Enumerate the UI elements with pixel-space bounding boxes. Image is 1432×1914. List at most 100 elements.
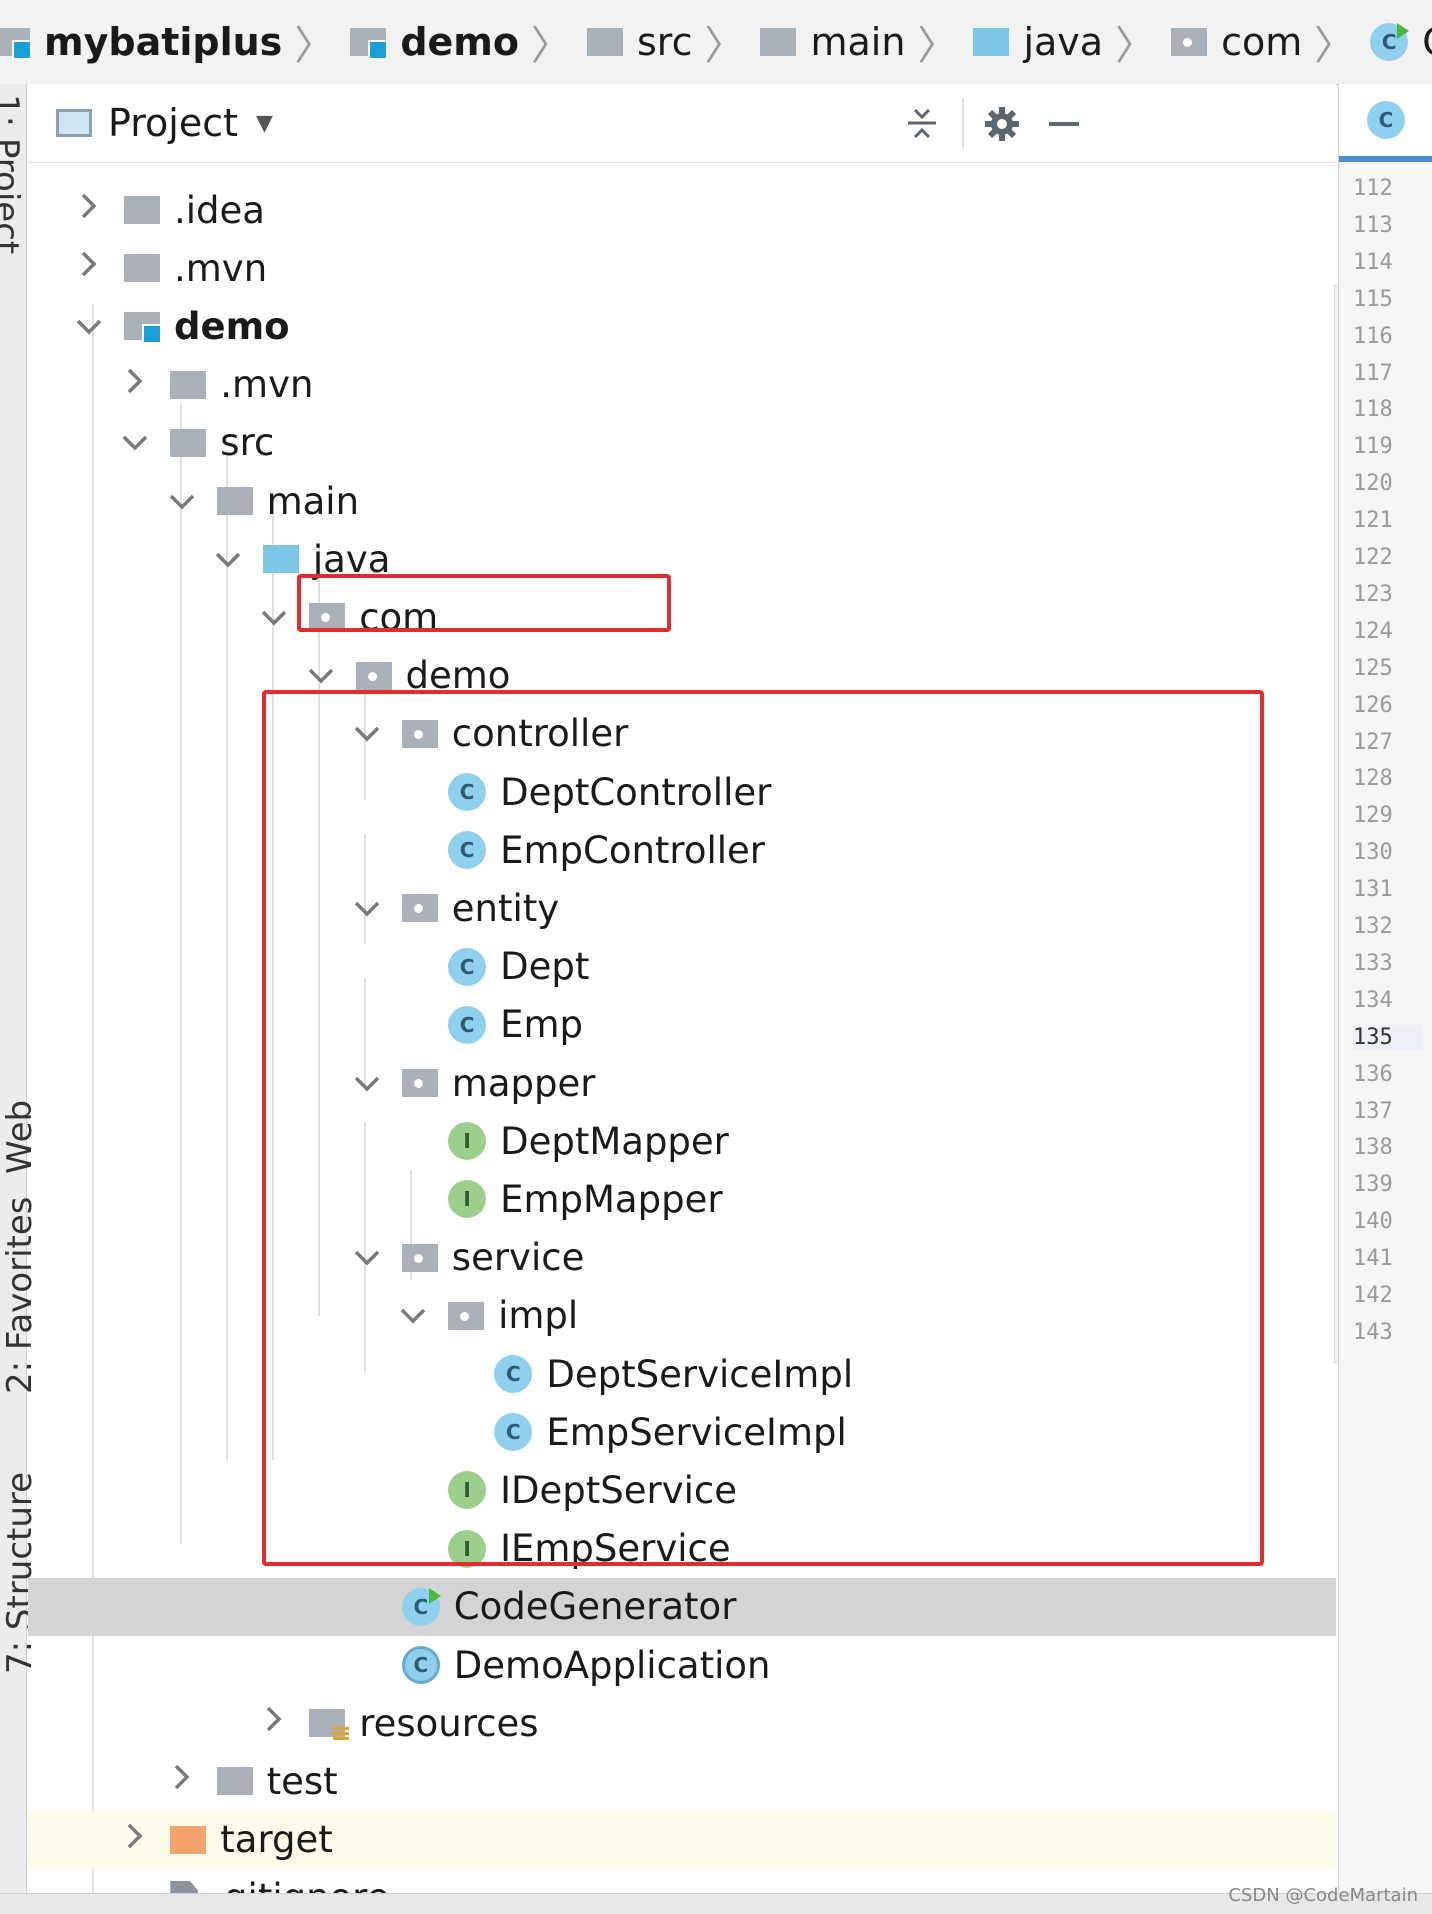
- tree-node-label: DeptMapper: [500, 1119, 729, 1163]
- line-number: 142: [1353, 1283, 1393, 1308]
- folder-icon: [216, 1767, 253, 1796]
- chevron-down-icon[interactable]: [306, 658, 336, 693]
- line-number: 132: [1353, 914, 1393, 939]
- interface-icon: I: [448, 1180, 487, 1219]
- chevron-right-icon[interactable]: [167, 1763, 197, 1799]
- tree-node-label: target: [220, 1818, 333, 1862]
- breadcrumb-item[interactable]: java〉: [973, 0, 1171, 84]
- tree-node[interactable]: src: [28, 414, 1336, 472]
- tool-tab-web[interactable]: Web: [0, 1099, 40, 1174]
- chevron-right-icon[interactable]: [259, 1705, 289, 1741]
- highlight-box-packages: [262, 690, 1264, 1566]
- tree-node[interactable]: .mvn: [28, 239, 1336, 297]
- package-icon: [355, 661, 392, 690]
- chevron-down-icon[interactable]: [213, 542, 243, 577]
- chevron-down-icon[interactable]: [259, 600, 289, 635]
- breadcrumb: mybatiplus〉demo〉src〉main〉java〉com〉CCodeG…: [0, 0, 1432, 85]
- chevron-down-icon[interactable]: ▼: [256, 110, 273, 136]
- breadcrumb-separator-icon: 〉: [531, 23, 571, 69]
- breadcrumb-item[interactable]: mybatiplus〉: [0, 0, 350, 84]
- folder-icon: [170, 370, 207, 399]
- interface-icon: I: [448, 1471, 487, 1510]
- chevron-down-icon[interactable]: [352, 1240, 382, 1275]
- breadcrumb-item[interactable]: main〉: [760, 0, 973, 84]
- chevron-down-icon[interactable]: [352, 1066, 382, 1101]
- watermark: CSDN @CodeMartain: [1228, 1885, 1418, 1906]
- tree-node[interactable]: test: [28, 1752, 1336, 1810]
- chevron-right-icon[interactable]: [120, 1822, 150, 1858]
- tree-node-label: Emp: [500, 1003, 584, 1047]
- line-number: 136: [1353, 1061, 1393, 1087]
- line-number: 140: [1353, 1209, 1393, 1235]
- collapse-all-icon[interactable]: [898, 100, 946, 148]
- chevron-down-icon[interactable]: [352, 891, 382, 926]
- breadcrumb-label: src: [637, 20, 693, 64]
- line-number: 120: [1353, 471, 1393, 497]
- breadcrumb-item[interactable]: com〉: [1171, 0, 1370, 84]
- package-icon: [401, 719, 438, 748]
- minimize-icon[interactable]: [1040, 100, 1088, 148]
- tree-node-label: controller: [451, 712, 629, 756]
- tree-node[interactable]: mapper: [28, 1054, 1336, 1112]
- tree-node[interactable]: demo: [28, 647, 1336, 705]
- tree-node[interactable]: resources: [28, 1694, 1336, 1752]
- breadcrumb-item[interactable]: src〉: [587, 0, 760, 84]
- chevron-down-icon[interactable]: [167, 484, 197, 519]
- tool-tab-project[interactable]: 1: Project: [0, 94, 26, 255]
- tree-node[interactable]: java: [28, 530, 1336, 588]
- tree-node[interactable]: controller: [28, 705, 1336, 763]
- gear-icon[interactable]: [978, 100, 1026, 148]
- editor-tab-codegenerator[interactable]: C: [1339, 84, 1432, 162]
- project-panel-header: Project ▼: [28, 84, 1336, 163]
- chevron-right-icon[interactable]: [120, 367, 150, 403]
- chevron-down-icon[interactable]: [398, 1298, 428, 1333]
- chevron-down-icon[interactable]: [74, 309, 104, 344]
- tree-node[interactable]: entity: [28, 879, 1336, 937]
- tool-tab-favorites[interactable]: 2: Favorites: [0, 1196, 40, 1394]
- line-number: 123: [1353, 581, 1393, 607]
- run-class-icon: C: [1370, 23, 1410, 61]
- tree-node-label: EmpController: [500, 828, 766, 872]
- line-number: 128: [1353, 766, 1393, 792]
- chevron-down-icon[interactable]: [120, 425, 150, 460]
- line-number: 115: [1353, 286, 1393, 312]
- folder-icon: [124, 254, 160, 283]
- tree-node[interactable]: service: [28, 1229, 1336, 1287]
- tool-tab-structure[interactable]: 7: Structure: [0, 1471, 40, 1674]
- breadcrumb-label: com: [1221, 20, 1303, 64]
- tree-node[interactable]: .idea: [28, 181, 1336, 239]
- breadcrumb-item[interactable]: demo〉: [350, 0, 587, 84]
- chevron-right-icon[interactable]: [74, 192, 104, 228]
- line-number: 135: [1353, 1024, 1423, 1050]
- tree-node-label: src: [220, 421, 275, 465]
- project-view-selector[interactable]: Project: [108, 101, 239, 145]
- project-view-icon: [56, 109, 92, 137]
- chevron-right-icon[interactable]: [74, 250, 104, 286]
- tree-node[interactable]: target: [28, 1810, 1336, 1869]
- class-icon: C: [494, 1355, 533, 1393]
- tree-node[interactable]: impl: [28, 1287, 1336, 1345]
- tree-node[interactable]: main: [28, 472, 1336, 530]
- breadcrumb-separator-icon: 〉: [294, 23, 335, 69]
- module-folder-icon: [0, 28, 32, 60]
- tree-node[interactable]: .mvn: [28, 356, 1336, 414]
- tree-node-label: EmpServiceImpl: [546, 1410, 847, 1454]
- tree-node-label: demo: [405, 654, 511, 698]
- tree-node[interactable]: demo: [28, 297, 1336, 355]
- tree-node[interactable]: com: [28, 588, 1336, 646]
- breadcrumb-separator-icon: 〉: [917, 23, 958, 69]
- chevron-down-icon[interactable]: [352, 716, 382, 751]
